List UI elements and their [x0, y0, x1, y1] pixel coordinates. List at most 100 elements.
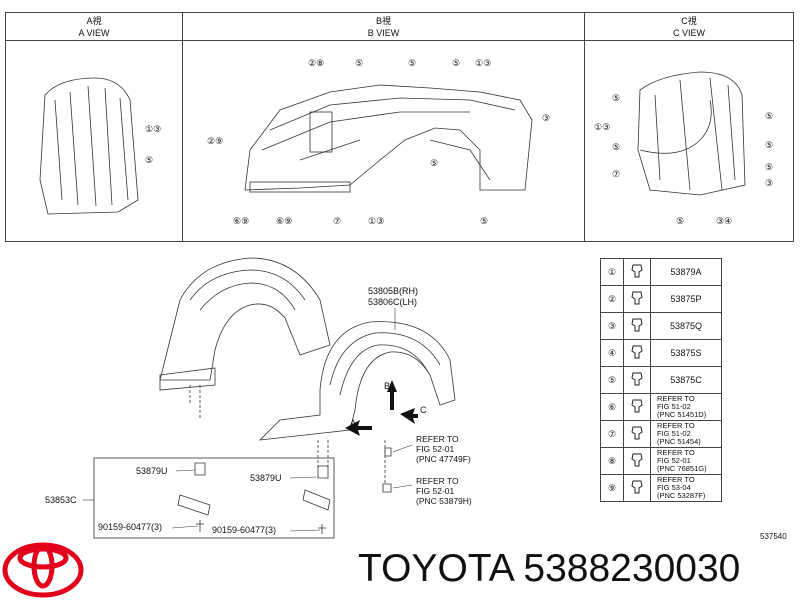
callout-b-mid: ⑤: [430, 158, 439, 168]
callout-b-bottom-3: ⑦: [333, 216, 342, 226]
legend-part-line: REFER TO: [657, 394, 695, 403]
clip-label-1: 53879U: [136, 466, 168, 476]
callout-b-top-2: ⑤: [355, 58, 364, 68]
arrow-c-label: C: [420, 405, 427, 415]
legend-row: ⑤ 53875C: [600, 366, 722, 394]
callout-b-top-3: ⑤: [408, 58, 417, 68]
a-view-liner-drawing: [39, 77, 139, 215]
callout-b-bottom-1: ⑥⑨: [233, 216, 250, 226]
legend-number: ⑦: [600, 420, 624, 448]
legend-number: ⑤: [600, 366, 624, 394]
c-view-panel: C視 C VIEW: [584, 12, 794, 242]
callout-c-left-1: ⑤: [612, 93, 621, 103]
clip-icon: [623, 258, 651, 286]
legend-number: ②: [600, 285, 624, 313]
legend-part-info: 53879A: [650, 258, 722, 286]
legend-number: ⑥: [600, 393, 624, 421]
legend-row: ③ 53875Q: [600, 312, 722, 340]
clip-icon: [623, 420, 651, 448]
legend-part-line: REFER TO: [657, 448, 695, 457]
legend-part-info: 53875Q: [650, 312, 722, 340]
a-view-title-jp: A視: [86, 16, 102, 26]
callout-c-right-3: ⑤: [765, 162, 774, 172]
arrow-a-view: [345, 420, 372, 436]
bolt-label-1: 90159-60477(3): [98, 522, 163, 532]
refer-note-1: REFER TO FIG 52-01 (PNC 47749F): [416, 434, 471, 464]
c-view-title-jp: C視: [681, 16, 697, 26]
callout-b-left-1: ②⑨: [207, 136, 224, 146]
clip-assembly-box: [93, 457, 335, 539]
legend-row: ① 53879A: [600, 258, 722, 286]
callout-a-2: ⑤: [145, 155, 154, 165]
legend-part-line: 53875C: [670, 375, 702, 385]
legend-number: ①: [600, 258, 624, 286]
callout-b-top-1: ②⑧: [308, 58, 325, 68]
callout-c-right-4: ③: [765, 178, 774, 188]
legend-number: ⑧: [600, 447, 624, 475]
refer-note-2-line-2: FIG 52-01: [416, 486, 455, 496]
callout-c-left-4: ⑦: [612, 169, 621, 179]
clip-icon: [623, 474, 651, 502]
legend-part-line: FIG 51-02: [657, 402, 691, 411]
toyota-logo: [2, 542, 84, 598]
c-view-header: C視 C VIEW: [585, 13, 793, 41]
arrow-a-label: A: [350, 418, 357, 428]
c-view-title-en: C VIEW: [672, 28, 705, 38]
callout-c-left-3: ⑤: [612, 142, 621, 152]
callout-c-right-2: ⑤: [765, 140, 774, 150]
clip-icon: [623, 393, 651, 421]
legend-part-line: 53875P: [670, 294, 702, 304]
part-number-rh: 53805B(RH): [368, 286, 419, 296]
legend-part-line: (PNC 76851G): [657, 464, 707, 473]
legend-part-line: REFER TO: [657, 421, 695, 430]
refer-note-1-line-2: FIG 52-01: [416, 444, 455, 454]
legend-number: ⑨: [600, 474, 624, 502]
legend-part-line: (PNC 53287F): [657, 491, 706, 500]
c-view-liner-drawing: [637, 71, 746, 196]
callout-b-right-1: ③: [542, 113, 551, 123]
refer-note-1-line-1: REFER TO: [416, 434, 459, 444]
clip-icon: [623, 447, 651, 475]
assembly-label: 53853C: [45, 495, 77, 505]
legend-part-info: 53875S: [650, 339, 722, 367]
callout-b-bottom-2: ⑥⑨: [276, 216, 293, 226]
bolt-label-2: 90159-60477(3): [212, 525, 277, 535]
a-view-title-en: A VIEW: [78, 28, 110, 38]
legend-part-line: FIG 53-04: [657, 483, 691, 492]
callout-c-left-2: ①③: [594, 122, 611, 132]
callout-c-right-5: ③④: [716, 216, 733, 226]
legend-part-line: FIG 51-02: [657, 429, 691, 438]
clip-label-2: 53879U: [250, 473, 282, 483]
callout-b-top-4: ⑤: [452, 58, 461, 68]
rear-liner-drawing: [159, 257, 331, 381]
a-view-header: A視 A VIEW: [6, 13, 182, 41]
arrow-b-view: [387, 380, 397, 410]
callout-a-1: ①③: [145, 124, 162, 134]
clip-icon: [623, 285, 651, 313]
refer-note-2: REFER TO FIG 52-01 (PNC 53879H): [416, 476, 472, 506]
legend-part-line: 53879A: [670, 267, 702, 277]
refer-note-1-line-3: (PNC 47749F): [416, 454, 471, 464]
b-view-title-en: B VIEW: [367, 28, 400, 38]
legend-part-line: 53875Q: [669, 321, 703, 331]
callout-c-bottom: ⑤: [676, 216, 685, 226]
legend-part-line: REFER TO: [657, 475, 695, 484]
b-view-liner-drawing: [244, 84, 533, 191]
legend-part-line: 53875S: [670, 348, 702, 358]
part-number-lh: 53806C(LH): [368, 297, 418, 307]
refer-note-2-line-1: REFER TO: [416, 476, 459, 486]
legend-part-line: (PNC 51454): [657, 437, 701, 446]
callout-c-right-1: ⑤: [765, 111, 774, 121]
b-view-title-jp: B視: [375, 16, 391, 26]
legend-number: ③: [600, 312, 624, 340]
front-liner-drawing: [258, 321, 456, 441]
legend-part-line: (PNC 51451D): [657, 410, 707, 419]
